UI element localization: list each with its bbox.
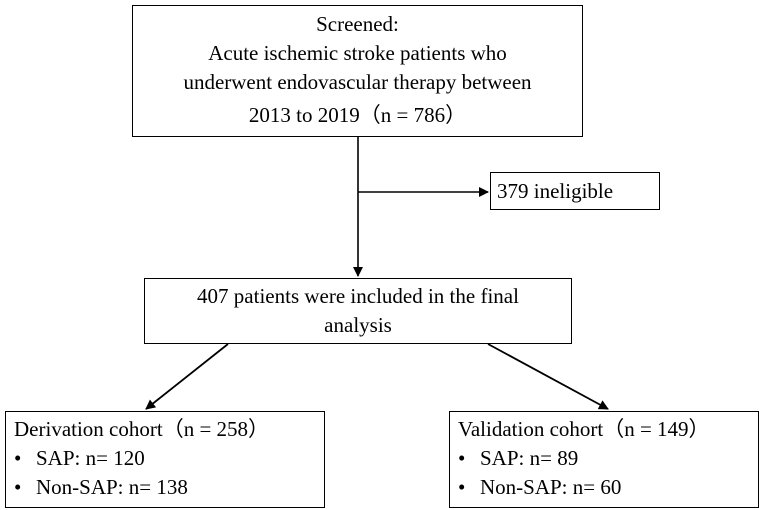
bullet-icon: • <box>458 446 466 470</box>
screened-line-4: 2013 to 2019（n = 786） <box>248 103 467 127</box>
validation-item-sap-text: SAP: n= 89 <box>480 446 579 470</box>
screened-line-1: Screened: <box>316 12 399 36</box>
validation-cohort-box: Validation cohort（n = 149） • SAP: n= 89 •… <box>449 411 759 508</box>
bullet-icon: • <box>14 446 22 470</box>
derivation-item-sap: • SAP: n= 120 <box>14 444 324 473</box>
included-line-1: 407 patients were included in the final <box>197 284 519 308</box>
screened-line-2: Acute ischemic stroke patients who <box>208 41 507 65</box>
validation-item-non-sap-text: Non-SAP: n= 60 <box>480 475 622 499</box>
derivation-cohort-box: Derivation cohort（n = 258） •SAP: n= 120 … <box>5 411 325 508</box>
ineligible-label: 379 ineligible <box>497 179 614 203</box>
bullet-icon: • <box>458 475 466 499</box>
included-box: 407 patients were included in the final … <box>144 278 572 344</box>
bullet-icon: • <box>14 475 22 499</box>
ineligible-box: 379 ineligible <box>490 172 660 210</box>
validation-item-sap: • SAP: n= 89 <box>458 444 758 473</box>
arrow-to-validation <box>487 343 609 410</box>
derivation-item-non-sap-text: Non-SAP: n= 138 <box>36 475 188 499</box>
screened-box: Screened: Acute ischemic stroke patients… <box>132 5 583 137</box>
derivation-item-sap-text: SAP: n= 120 <box>36 446 145 470</box>
derivation-item-non-sap: • Non-SAP: n= 138 <box>14 473 324 502</box>
validation-item-non-sap: • Non-SAP: n= 60 <box>458 473 758 502</box>
screened-line-3: underwent endovascular therapy between <box>183 70 532 94</box>
validation-title: Validation cohort（n = 149） <box>458 417 710 441</box>
arrow-to-derivation <box>145 343 229 410</box>
derivation-title: Derivation cohort（n = 258） <box>14 417 270 441</box>
included-line-2: analysis <box>324 313 392 337</box>
